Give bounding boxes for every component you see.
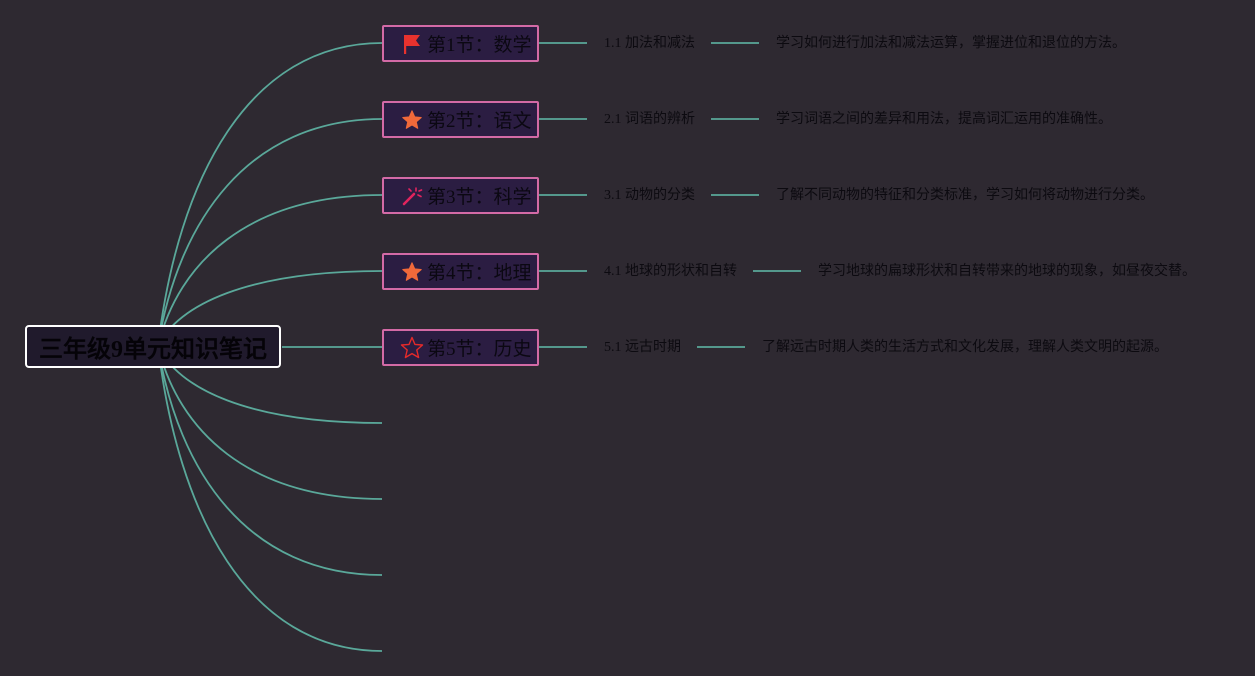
description-node-3[interactable]: 了解不同动物的特征和分类标准，学习如何将动物进行分类。 <box>776 188 1154 203</box>
star-filled-icon <box>400 260 424 284</box>
branch-connector <box>157 345 383 576</box>
topic-node-4[interactable]: 第4节：地理 <box>382 253 539 290</box>
branch-connector <box>157 345 383 652</box>
flag-icon <box>400 32 424 56</box>
subtopic-node-3[interactable]: 3.1 动物的分类 <box>604 188 695 203</box>
topic-node-2[interactable]: 第2节：语文 <box>382 101 539 138</box>
subtopic-node-5[interactable]: 5.1 远古时期 <box>604 340 681 355</box>
description-node-2[interactable]: 学习词语之间的差异和用法，提高词汇运用的准确性。 <box>776 112 1112 127</box>
branch-connector <box>157 194 383 347</box>
star-outline-icon <box>400 336 424 360</box>
star-filled-icon <box>400 108 424 132</box>
subtopic-node-2[interactable]: 2.1 词语的辨析 <box>604 112 695 127</box>
topic-node-3[interactable]: 第3节：科学 <box>382 177 539 214</box>
branch-connector <box>157 345 383 500</box>
topic-label: 第4节：地理 <box>427 263 532 284</box>
description-node-5[interactable]: 了解远古时期人类的生活方式和文化发展，理解人类文明的起源。 <box>762 340 1168 355</box>
topic-node-5[interactable]: 第5节：历史 <box>382 329 539 366</box>
topic-label: 第5节：历史 <box>427 339 532 360</box>
description-node-4[interactable]: 学习地球的扁球形状和自转带来的地球的现象，如昼夜交替。 <box>818 264 1196 279</box>
branch-connector <box>157 42 383 347</box>
topic-label: 第3节：科学 <box>427 187 532 208</box>
description-node-1[interactable]: 学习如何进行加法和减法运算，掌握进位和退位的方法。 <box>776 36 1126 51</box>
branch-connector <box>157 118 383 347</box>
subtopic-node-1[interactable]: 1.1 加法和减法 <box>604 36 695 51</box>
topic-label: 第1节：数学 <box>427 35 532 56</box>
root-node[interactable]: 三年级9单元知识笔记 <box>25 325 281 368</box>
topic-label: 第2节：语文 <box>427 111 532 132</box>
root-title: 三年级9单元知识笔记 <box>39 337 267 363</box>
subtopic-node-4[interactable]: 4.1 地球的形状和自转 <box>604 264 737 279</box>
topic-node-1[interactable]: 第1节：数学 <box>382 25 539 62</box>
magic-wand-icon <box>400 184 424 208</box>
